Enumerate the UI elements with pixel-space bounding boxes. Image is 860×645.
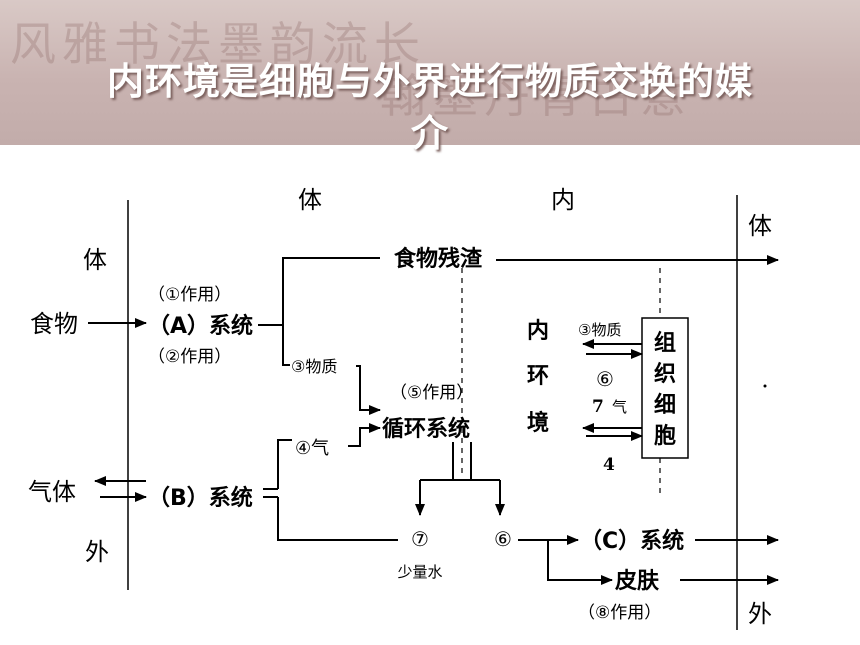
label-circle5-zuoyong: （⑤作用） [390,383,473,403]
label-cell-7: 7 [592,397,604,417]
label-circle1-zuoyong: （①作用） [148,285,231,305]
label-n7: ⑦ [411,527,429,551]
label-cell-6: ⑥ [596,367,614,391]
label-tissue-cell-zu: 组 [654,330,676,356]
label-food-residue: 食物残渣 [394,246,483,272]
label-jing: 境 [527,410,549,436]
label-nei-top: 内 [551,186,575,214]
label-huan: 环 [527,364,549,389]
label-sub4-qi: ④气 [295,438,329,459]
label-sub3-wuzhi: ③物质 [291,357,337,376]
label-tissue-cell-bao: 胞 [654,423,676,449]
line-to-food-residue [282,257,380,325]
label-cell-4: 4 [603,455,615,475]
slide-title-line2: 介 [411,112,449,155]
b-to-sub4-line [277,439,292,489]
label-sys-c: （C）系统 [580,528,684,554]
label-skin: 皮肤 [615,568,660,594]
title-banner: 风雅书法墨韵流长 翰墨丹青古意 [0,0,860,145]
label-sys-b: （B）系统 [148,485,253,511]
label-sys-a: （A）系统 [148,313,253,339]
line-to-sub3 [272,324,290,366]
label-tissue-cell-xi: 细 [654,392,676,418]
label-circle8-zuoyong: （⑧作用） [578,603,661,623]
label-ti-right: 体 [748,212,772,240]
label-tissue-cell-zhi: 织 [654,361,676,387]
label-circulation: 循环系统 [382,416,470,442]
stray-dot [763,384,767,388]
label-little-water: 少量水 [397,563,442,581]
label-nei: 内 [527,319,549,344]
label-food: 食物 [30,310,78,338]
banner-calligraphy-decoration: 风雅书法墨韵流长 [10,17,426,71]
label-gas-in: 气体 [28,478,76,506]
sub4-to-circulation-arrow [348,423,381,447]
label-cell-qi: 气 [612,398,627,416]
label-wai-right: 外 [748,600,772,628]
n6-to-skin-arrow [547,540,613,585]
tissue-cell-box [641,317,689,459]
slide-title: 内环境是细胞与外界进行物质交换的媒 介 [20,56,840,160]
label-cell-3-wuzhi: ③物质 [578,321,621,339]
label-ti-top: 体 [298,186,322,214]
label-n6: ⑥ [494,527,512,551]
slide-title-line1: 内环境是细胞与外界进行物质交换的媒 [107,60,753,103]
label-wai-left: 外 [85,538,109,566]
banner-calligraphy-decoration-2: 翰墨丹青古意 [380,69,692,123]
label-ti-left: 体 [83,246,107,274]
label-circle2-zuoyong: （②作用） [148,347,231,367]
sub3-to-circulation-arrow [356,365,381,415]
b-to-n7-line [277,497,398,541]
